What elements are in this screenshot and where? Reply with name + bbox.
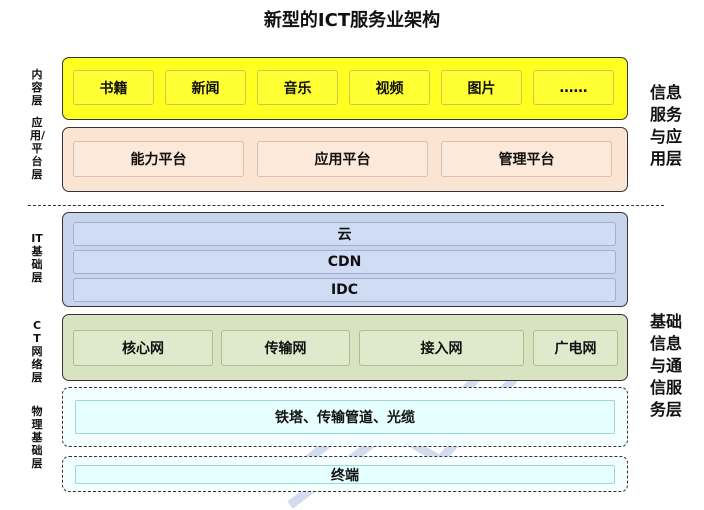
it-item-cdn[interactable]: CDN <box>73 250 616 274</box>
platform-layer: 能力平台 应用平台 管理平台 <box>62 127 628 192</box>
ct-item-transport-network[interactable]: 传输网 <box>221 330 350 366</box>
physical-layer-infrastructure: 铁塔、传输管道、光缆 <box>62 387 628 447</box>
it-item-cloud[interactable]: 云 <box>73 222 616 246</box>
platform-item-application[interactable]: 应用平台 <box>257 141 428 177</box>
ct-layer: 核心网 传输网 接入网 广电网 <box>62 314 628 381</box>
content-layer: 书籍 新闻 音乐 视频 图片 …… <box>62 57 628 120</box>
label-content-layer: 内容层 <box>31 68 43 107</box>
label-it-layer: IT基础层 <box>31 232 43 284</box>
platform-item-management[interactable]: 管理平台 <box>441 141 612 177</box>
content-item-music[interactable]: 音乐 <box>257 70 338 105</box>
label-physical-layer: 物理基础层 <box>31 405 43 470</box>
section-divider <box>28 205 664 206</box>
physical-item-towers-ducts-cables[interactable]: 铁塔、传输管道、光缆 <box>75 400 615 434</box>
content-item-images[interactable]: 图片 <box>441 70 522 105</box>
label-ct-layer: CT网络层 <box>31 319 43 384</box>
physical-item-terminals[interactable]: 终端 <box>75 465 615 484</box>
label-basic-info-comm-layer: 基础 信息 与通 信服 务层 <box>650 312 683 419</box>
label-platform-layer: 应用/平台层 <box>30 116 46 181</box>
content-item-books[interactable]: 书籍 <box>73 70 154 105</box>
physical-layer-terminals: 终端 <box>62 456 628 492</box>
content-item-more[interactable]: …… <box>533 70 614 105</box>
diagram-title: 新型的ICT服务业架构 <box>263 10 441 31</box>
label-info-service-app-layer: 信息 服务 与应 用层 <box>650 83 683 168</box>
ct-item-broadcast-network[interactable]: 广电网 <box>533 330 618 366</box>
content-item-news[interactable]: 新闻 <box>165 70 246 105</box>
platform-item-capability[interactable]: 能力平台 <box>73 141 244 177</box>
it-layer: 云 CDN IDC <box>62 212 628 307</box>
ct-item-core-network[interactable]: 核心网 <box>73 330 213 366</box>
it-item-idc[interactable]: IDC <box>73 278 616 302</box>
content-item-video[interactable]: 视频 <box>349 70 430 105</box>
ct-item-access-network[interactable]: 接入网 <box>359 330 524 366</box>
